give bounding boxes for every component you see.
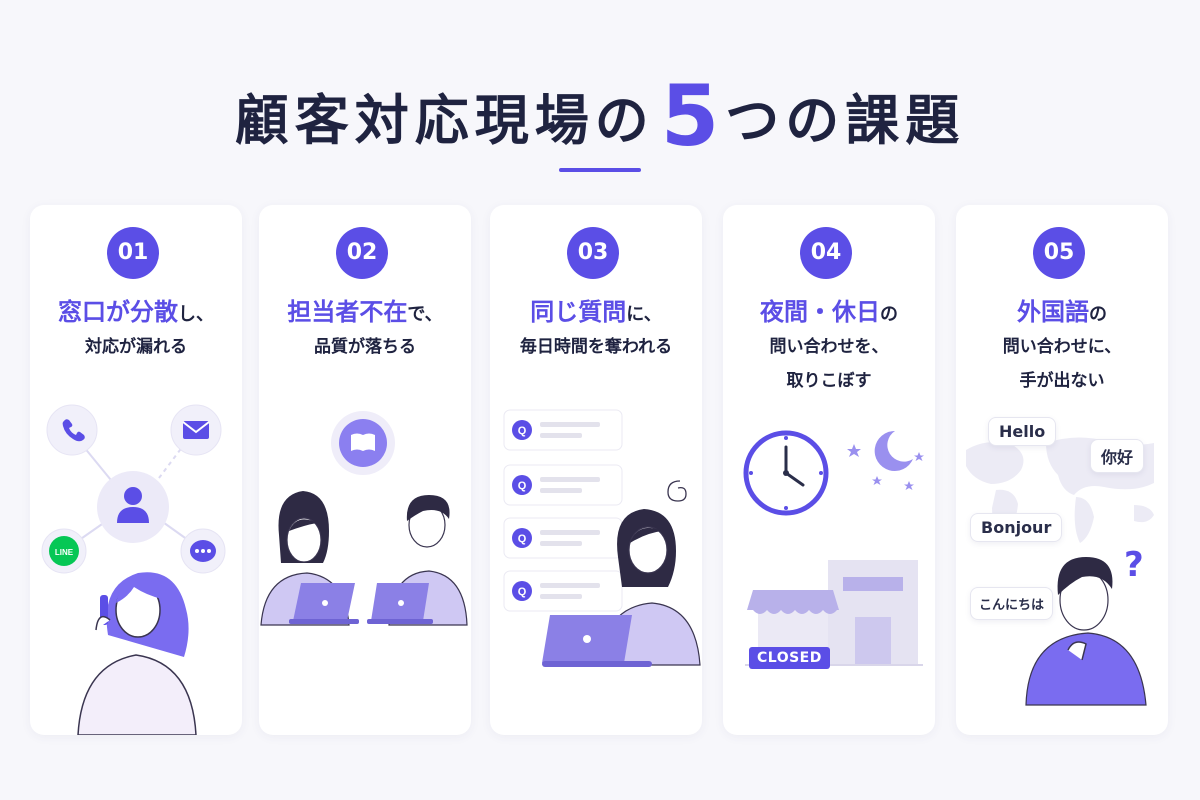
caption-line2: 対応が漏れる xyxy=(85,337,187,357)
caption-highlight: 担当者不在 xyxy=(287,298,408,326)
caption-rest: の xyxy=(1089,304,1107,325)
card-caption: 夜間・休日の 問い合わせを、 取りこぼす xyxy=(723,297,935,398)
woman-thinking xyxy=(260,491,359,626)
book-icon xyxy=(331,411,395,475)
card-caption: 窓口が分散し、 対応が漏れる xyxy=(30,297,242,364)
moon-icon xyxy=(874,430,913,471)
caption-rest: で、 xyxy=(407,304,443,325)
after-hours-illustration xyxy=(743,430,924,666)
repeated-questions-illustration: Q Q Q Q xyxy=(503,409,701,667)
star-icon xyxy=(847,444,924,490)
caption-line2: 毎日時間を奪われる xyxy=(519,337,673,357)
man-confused xyxy=(1025,557,1147,706)
line-icon: LINE xyxy=(41,528,87,574)
greeting-bonjour: Bonjour xyxy=(970,513,1063,542)
caption-highlight: 窓口が分散 xyxy=(58,298,178,326)
greeting-nihao: 你好 xyxy=(1090,439,1145,473)
card-number: 02 xyxy=(336,227,388,279)
card-01: 01 窓口が分散し、 対応が漏れる LINE xyxy=(30,205,242,735)
card-caption: 外国語の 問い合わせに、 手が出ない xyxy=(956,297,1168,398)
title-suffix: つの課題 xyxy=(725,89,966,152)
card-02: 02 担当者不在で、 品質が落ちる xyxy=(259,205,471,735)
title-prefix: 顧客対応現場の xyxy=(234,89,655,152)
card-05: 05 外国語の 問い合わせに、 手が出ない Hello 你好 Bonjour こ… xyxy=(956,205,1168,735)
phone-icon xyxy=(46,404,98,456)
svg-text:Q: Q xyxy=(518,533,527,545)
card-04: 04 夜間・休日の 問い合わせを、 取りこぼす xyxy=(723,205,935,735)
svg-text:Q: Q xyxy=(518,586,527,598)
laptop-icon xyxy=(367,583,433,624)
user-icon xyxy=(97,471,169,543)
question-item: Q xyxy=(503,570,623,612)
caption-rest: の xyxy=(880,304,898,325)
caption-line2: 問い合わせを、 xyxy=(769,337,889,357)
card-caption: 同じ質問に、 毎日時間を奪われる xyxy=(490,297,702,364)
laptop-icon xyxy=(289,583,359,624)
title-underline xyxy=(559,168,641,172)
question-item: Q xyxy=(503,464,623,506)
caption-line3: 手が出ない xyxy=(1019,371,1105,391)
card-03: 03 同じ質問に、 毎日時間を奪われる Q Q Q xyxy=(490,205,702,735)
man-troubled xyxy=(367,495,468,626)
greeting-konnichiwa: こんにちは xyxy=(970,587,1054,620)
caption-line2: 問い合わせに、 xyxy=(1002,337,1122,357)
card-number: 03 xyxy=(567,227,619,279)
closed-sign: CLOSED xyxy=(749,647,830,669)
title-number: 5 xyxy=(660,67,720,165)
caption-rest: し、 xyxy=(178,304,214,325)
laptop-icon xyxy=(542,615,652,667)
caption-highlight: 夜間・休日 xyxy=(760,298,880,326)
card-number: 05 xyxy=(1033,227,1085,279)
channels-illustration: LINE xyxy=(41,404,226,735)
question-list: Q Q Q Q xyxy=(503,409,623,612)
absent-staff-illustration xyxy=(260,411,468,626)
woman-at-laptop xyxy=(542,509,701,667)
question-mark: ? xyxy=(1124,545,1144,585)
card-number: 01 xyxy=(107,227,159,279)
mail-icon xyxy=(170,404,222,456)
card-number: 04 xyxy=(800,227,852,279)
greeting-hello: Hello xyxy=(988,417,1057,446)
chat-icon xyxy=(180,528,226,574)
svg-text:Q: Q xyxy=(518,480,527,492)
caption-line2: 品質が落ちる xyxy=(314,337,416,357)
question-item: Q xyxy=(503,517,623,559)
woman-on-phone xyxy=(77,572,197,735)
caption-highlight: 外国語 xyxy=(1017,298,1089,326)
svg-text:LINE: LINE xyxy=(55,548,74,557)
confused-swirl-icon xyxy=(667,480,687,502)
clock-icon xyxy=(743,430,829,516)
svg-text:Q: Q xyxy=(518,425,527,437)
question-item: Q xyxy=(503,409,623,451)
caption-highlight: 同じ質問 xyxy=(530,298,627,326)
card-caption: 担当者不在で、 品質が落ちる xyxy=(259,297,471,364)
caption-line3: 取りこぼす xyxy=(786,371,872,391)
caption-rest: に、 xyxy=(626,304,662,325)
